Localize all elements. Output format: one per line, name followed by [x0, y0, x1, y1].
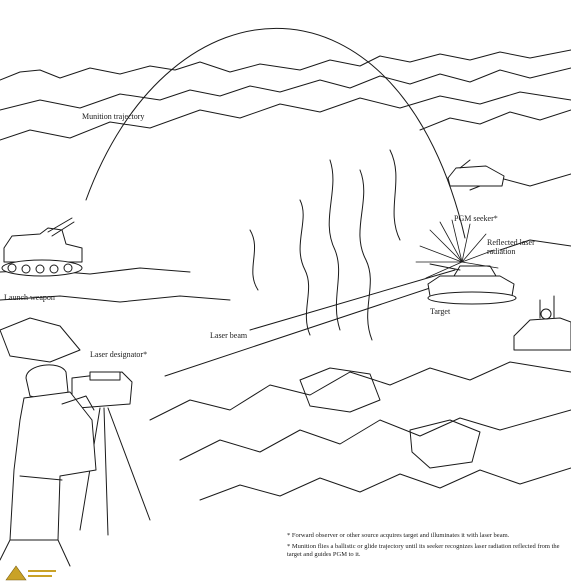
target-label: Target	[430, 307, 451, 316]
mountain-slope	[0, 91, 571, 141]
right-edge-tank	[513, 295, 571, 351]
footnote-1: * Forward observer or other source acqui…	[287, 532, 510, 539]
canyon-contour-1	[328, 159, 341, 331]
footnotes: * Forward observer or other source acqui…	[287, 532, 569, 562]
pgm-seeker-label: PGM seeker*	[454, 214, 498, 223]
munition-trajectory-label: Munition trajectory	[82, 112, 145, 121]
foreground-rock-3	[0, 317, 81, 363]
canyon-contour-5	[249, 229, 259, 291]
foreground-rock-2	[409, 419, 481, 469]
reflected-laser-radiation-line1: Reflected laser	[487, 238, 535, 247]
laser-beam-line	[164, 281, 449, 377]
laser-designator-device	[71, 371, 151, 536]
launch-weapon-howitzer	[1, 217, 83, 277]
laser-designator-label: Laser designator*	[90, 350, 148, 359]
mountain-ridge-far	[0, 49, 571, 81]
foreground-terrain-3	[199, 467, 571, 501]
canyon-contour-2	[359, 169, 373, 341]
foreground-rock-1	[299, 367, 381, 413]
ridge-right	[419, 109, 571, 131]
laser-beam-upper	[249, 269, 456, 331]
mountain-ridge-mid	[0, 67, 571, 111]
soldier-figure	[0, 364, 97, 567]
footnote-2: * Munition flies a ballistic or glide tr…	[287, 543, 560, 558]
target-tank	[427, 263, 517, 305]
foreground-terrain-1	[149, 361, 571, 421]
laser-beam-label: Laser beam	[210, 331, 248, 340]
canyon-contour-4	[389, 149, 401, 241]
ridge-right-3	[499, 239, 571, 251]
munition-trajectory-arc	[85, 28, 466, 239]
foreground-terrain-2	[179, 409, 571, 461]
watermark-logo	[5, 565, 56, 581]
ground-line-left-2	[0, 295, 231, 303]
reflected-laser-radiation-line2: radiation	[487, 247, 516, 256]
distant-vehicle	[447, 159, 505, 187]
reflected-radiation-burst	[415, 219, 499, 279]
reflected-laser-radiation-label: Reflected laser radiation	[487, 238, 535, 256]
launch-weapon-label: Launch weapon	[4, 293, 55, 302]
